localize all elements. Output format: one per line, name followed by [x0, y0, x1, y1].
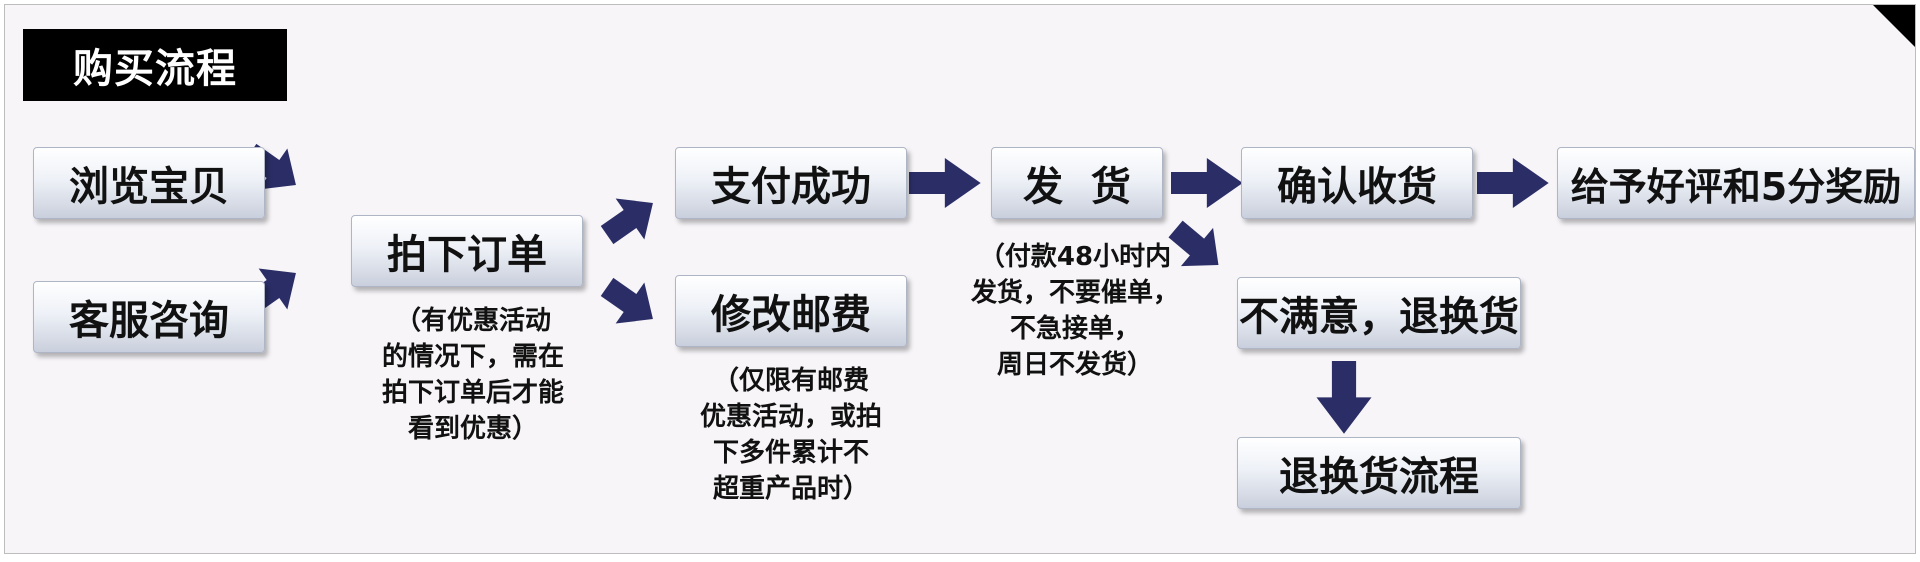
arrow-ship-to-unsatisfied [1168, 220, 1219, 267]
step-return-process: 退换货流程 [1237, 437, 1521, 509]
arrow-ship-to-confirm [1171, 158, 1243, 208]
arrow-order-to-pay [600, 198, 653, 245]
step-order: 拍下订单 [351, 215, 583, 287]
arrow-unsatisfied-to-return [1316, 361, 1372, 434]
step-browse: 浏览宝贝 [33, 147, 265, 219]
corner-triangle [1873, 5, 1915, 47]
arrow-order-to-modify [600, 277, 653, 324]
note-modify-shipping: （仅限有邮费 优惠活动，或拍 下多件累计不 超重产品时） [699, 366, 882, 504]
diagram-title: 购买流程 [23, 29, 287, 101]
arrow-confirm-to-review [1477, 158, 1549, 208]
step-pay-success: 支付成功 [675, 147, 907, 219]
step-unsatisfied: 不满意，退换货 [1237, 277, 1521, 349]
note-order: （有优惠活动 的情况下，需在 拍下订单后才能 看到优惠） [381, 306, 564, 444]
step-confirm-receipt: 确认收货 [1241, 147, 1473, 219]
flow-diagram: 购买流程 浏览宝贝 客服咨询 拍下订单 支付成功 修改邮费 发 货 确认收货 给… [4, 4, 1916, 554]
step-modify-shipping: 修改邮费 [675, 275, 907, 347]
arrow-pay-to-ship [909, 158, 981, 208]
step-consult: 客服咨询 [33, 281, 265, 353]
step-review-reward: 给予好评和5分奖励 [1557, 147, 1915, 219]
step-ship: 发 货 [991, 147, 1163, 219]
note-ship: （付款48小时内 发货，不要催单， 不急接单， 周日不发货） [970, 242, 1179, 380]
